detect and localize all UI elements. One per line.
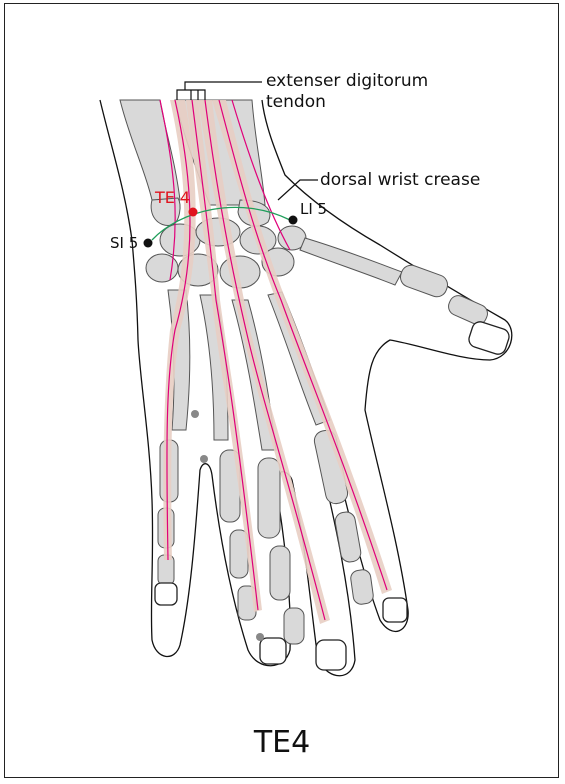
finger-bones	[158, 238, 490, 644]
si5-point	[144, 239, 153, 248]
crease-label: dorsal wrist crease	[320, 170, 480, 190]
crease-leader	[278, 180, 318, 200]
tendon-bracket	[177, 82, 262, 100]
li5-point	[289, 216, 298, 225]
si5-label: SI 5	[110, 234, 138, 252]
tendon-label-line1: extenser digitorum	[266, 71, 428, 91]
tendon-label-line2: tendon	[266, 92, 326, 112]
ulna-bone	[120, 100, 180, 200]
te4-label: TE 4	[154, 188, 190, 207]
te4-point	[189, 208, 198, 217]
figure-title: TE4	[253, 725, 310, 760]
li5-label: LI 5	[300, 200, 327, 218]
